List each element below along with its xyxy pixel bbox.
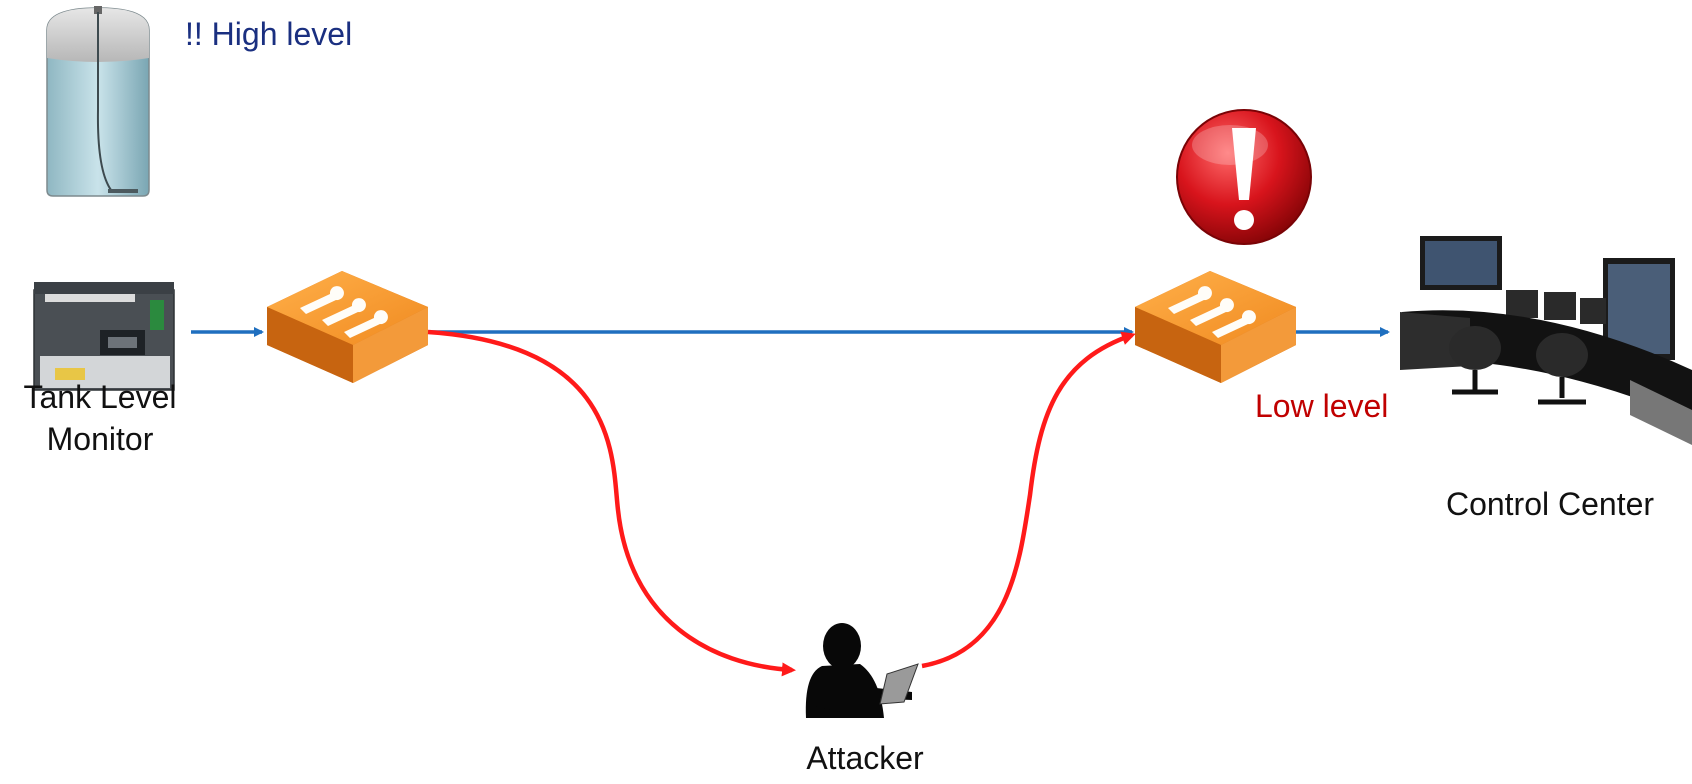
key-encryptor-icon-source — [267, 271, 428, 383]
high-level-alert-label: !! High level — [185, 16, 353, 52]
tank-level-monitor-label: Tank Level Monitor — [0, 376, 200, 460]
plc-device-icon — [33, 282, 175, 391]
tank-level-monitor-label-line-2: Monitor — [46, 421, 154, 457]
exclamation-alarm-icon — [1176, 109, 1312, 245]
tank-level-monitor-label-line-1: Tank Level — [23, 379, 177, 415]
attacker-label: Attacker — [806, 740, 924, 776]
hacker-with-laptop-icon — [805, 623, 919, 718]
tank-icon — [46, 6, 150, 197]
attack-flow — [427, 329, 1136, 677]
control-room-icon — [1400, 236, 1692, 445]
low-level-report-label: Low level — [1255, 388, 1389, 424]
control-center-label: Control Center — [1445, 486, 1655, 522]
key-encryptor-icon-destination — [1135, 271, 1296, 383]
